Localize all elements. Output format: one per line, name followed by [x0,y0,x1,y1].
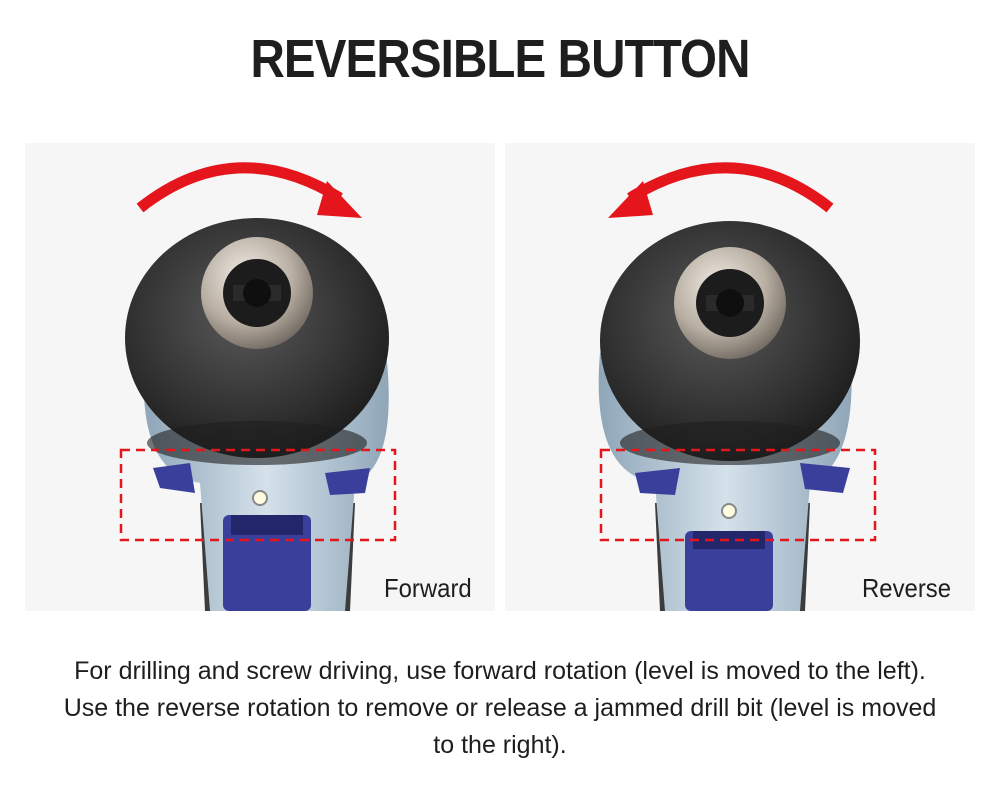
drill-reverse-illustration [598,162,860,611]
reverse-photo: Reverse [505,143,975,611]
page-title: REVERSIBLE BUTTON [250,29,750,89]
description-text: For drilling and screw driving, use forw… [63,657,937,759]
drill-forward-illustration [125,162,389,611]
forward-label: Forward [384,573,472,603]
forward-photo: Forward [25,143,495,611]
reverse-label: Reverse [862,573,952,603]
